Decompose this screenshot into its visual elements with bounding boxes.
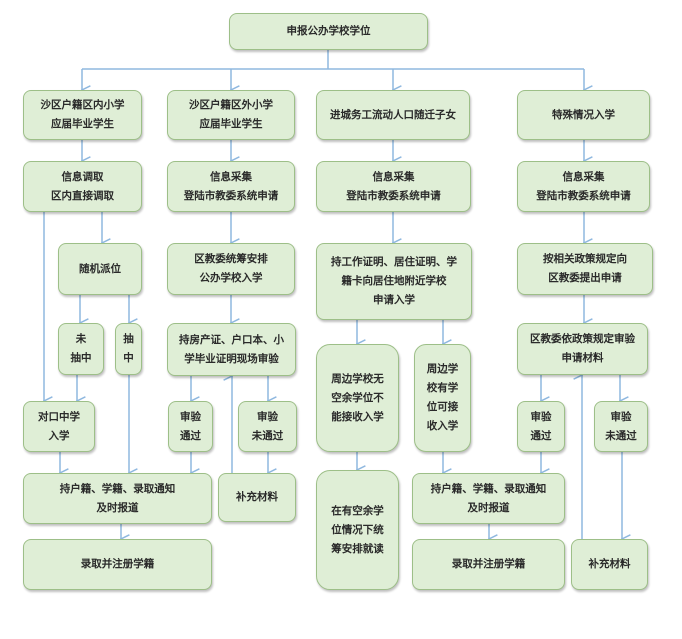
local-info-node: 信息调取 区内直接调取 <box>23 161 142 212</box>
outside-info-node: 信息采集 登陆市教委系统申请 <box>167 161 295 212</box>
local-matched-school-node: 对口中学 入学 <box>23 401 95 452</box>
special-info-node: 信息采集 登陆市教委系统申请 <box>517 161 650 212</box>
outside-verify-node: 持房产证、户口本、小 学毕业证明现场审验 <box>167 323 296 376</box>
special-failed-node: 审验 未通过 <box>594 401 648 452</box>
local-lottery-node: 随机派位 <box>58 243 142 295</box>
migrant-report-node: 持户籍、学籍、录取通知 及时报道 <box>412 473 565 524</box>
outside-head-node: 沙区户籍区外小学 应届毕业学生 <box>167 90 295 140</box>
local-not-drawn-node: 未 抽中 <box>58 323 104 375</box>
special-apply-node: 按相关政策规定向 区教委提出申请 <box>517 243 653 295</box>
migrant-has-seat-node: 周边学 校有学 位可接 收入学 <box>414 344 471 452</box>
special-passed-node: 审验 通过 <box>517 401 565 452</box>
outside-supplement-node: 补充材料 <box>218 473 296 522</box>
outside-passed-node: 审验 通过 <box>168 401 213 452</box>
local-drawn-node: 抽 中 <box>115 323 142 375</box>
special-head-node: 特殊情况入学 <box>517 90 650 140</box>
migrant-apply-node: 持工作证明、居住证明、学 籍卡向居住地附近学校 申请入学 <box>316 243 472 320</box>
migrant-info-node: 信息采集 登陆市教委系统申请 <box>316 161 471 212</box>
trunk-line <box>82 50 584 70</box>
migrant-enroll-node: 录取并注册学籍 <box>412 539 565 590</box>
outside-failed-node: 审验 未通过 <box>238 401 297 452</box>
special-supplement-node: 补充材料 <box>571 539 648 590</box>
migrant-coordinate-node: 在有空余学 位情况下统 筹安排就读 <box>316 470 399 590</box>
migrant-no-seat-node: 周边学校无 空余学位不 能接收入学 <box>316 344 399 452</box>
special-review-node: 区教委依政策规定审验 申请材料 <box>517 323 648 375</box>
local-head-node: 沙区户籍区内小学 应届毕业学生 <box>23 90 142 140</box>
local-enroll-node: 录取并注册学籍 <box>23 539 212 590</box>
root-node: 申报公办学校学位 <box>229 13 428 50</box>
migrant-head-node: 进城务工流动人口随迁子女 <box>316 90 470 140</box>
local-report-node: 持户籍、学籍、录取通知 及时报道 <box>23 473 212 524</box>
outside-arrange-node: 区教委统筹安排 公办学校入学 <box>167 243 295 295</box>
